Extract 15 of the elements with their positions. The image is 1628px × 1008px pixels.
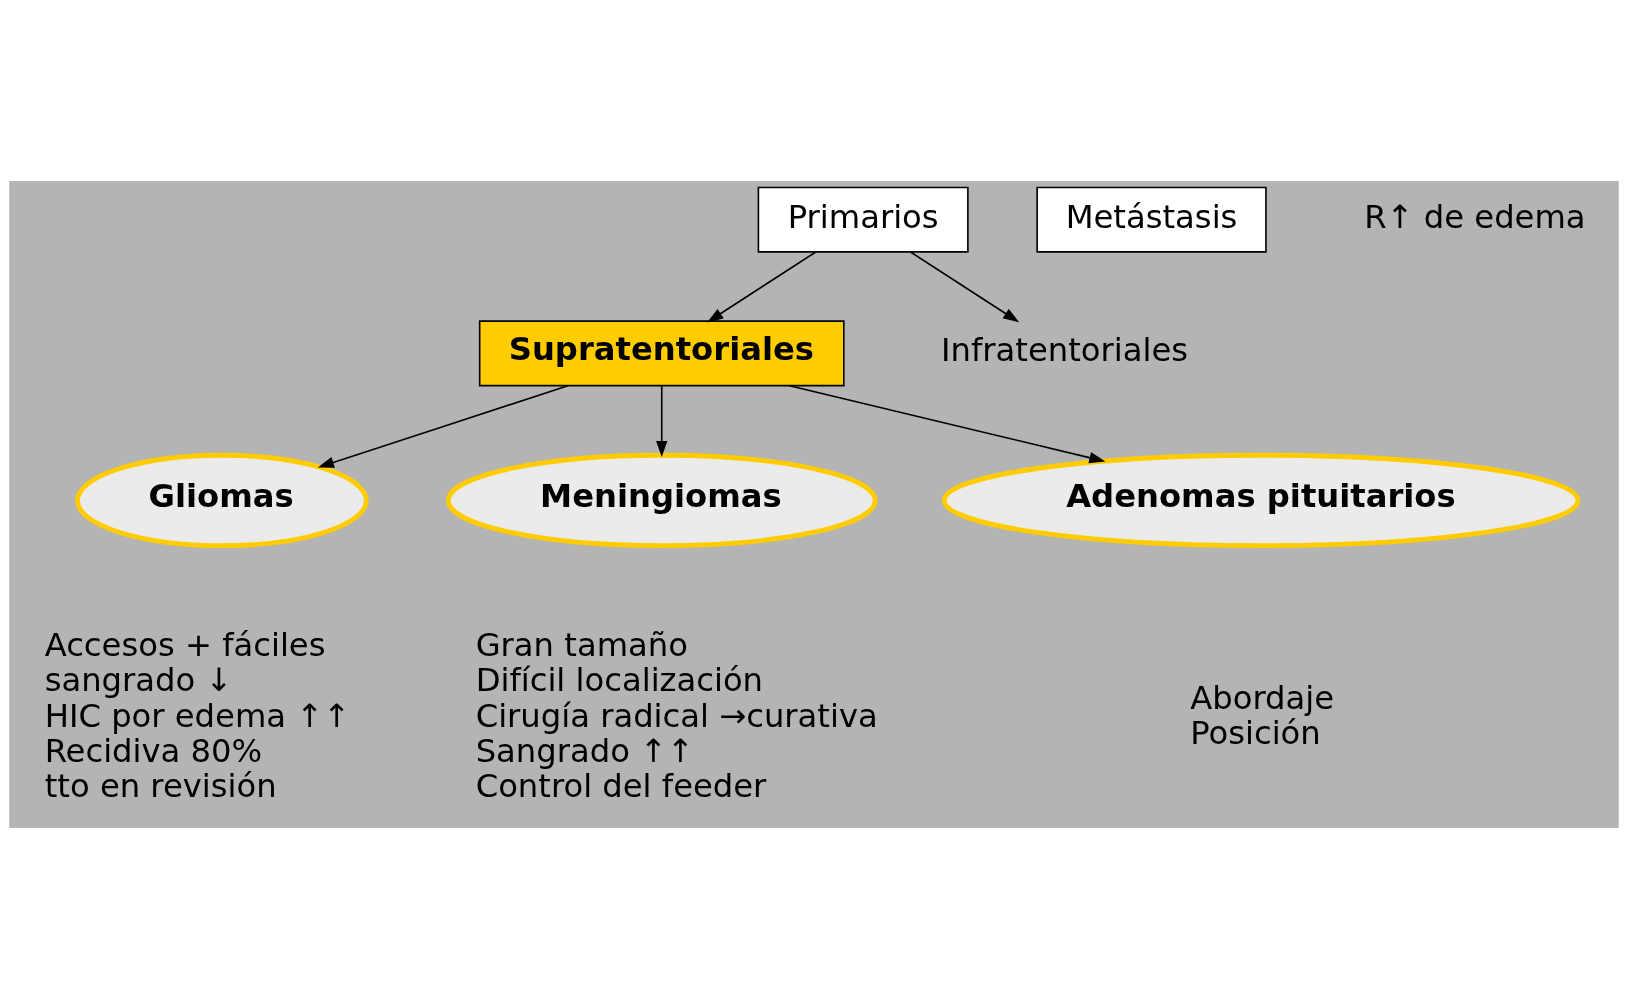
- node-label: Cirugía radical →curativa: [475, 696, 878, 734]
- node-label: tto en revisión: [44, 766, 277, 805]
- node-ellipse: Meningiomas: [445, 452, 878, 548]
- arrow: [656, 384, 668, 457]
- node-label: R↑ de edema: [1364, 197, 1586, 236]
- arrow: [910, 250, 1020, 322]
- node-text: Infratentoriales: [941, 330, 1189, 369]
- arrow: [788, 384, 1106, 463]
- arrow: [707, 250, 817, 322]
- node-box: Metástasis: [1036, 186, 1267, 253]
- node-box: Supratentoriales: [478, 319, 845, 386]
- node-ellipse: Gliomas: [75, 452, 369, 548]
- node-box: Primarios: [757, 186, 969, 253]
- node-label: Abordaje: [1190, 678, 1335, 717]
- arrow: [317, 384, 569, 468]
